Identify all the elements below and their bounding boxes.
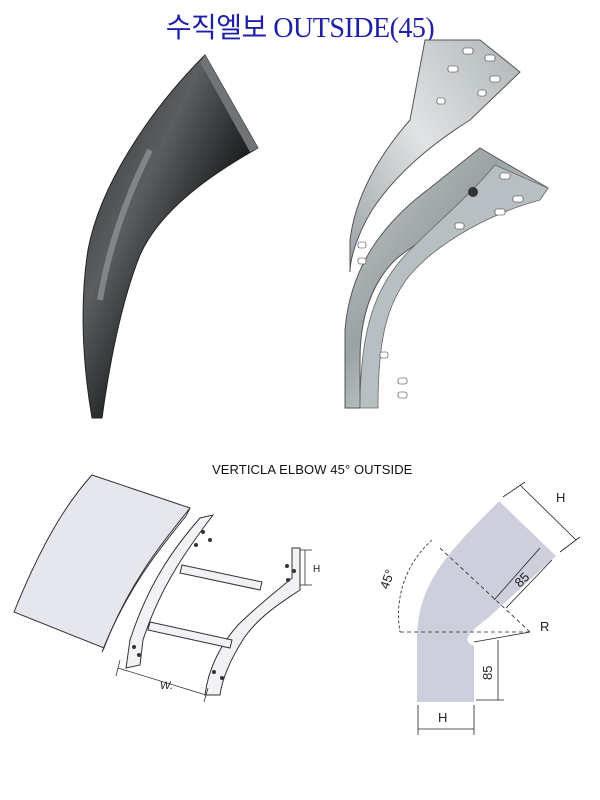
width-label: W. (160, 680, 173, 692)
elbow-side-view (417, 501, 556, 702)
height-dimension-small (300, 549, 312, 586)
height-label-bottom: H (438, 710, 447, 725)
ladder-holes (132, 530, 296, 680)
dimension-85-vertical: 85 (480, 666, 495, 680)
height-label-top: H (556, 490, 565, 505)
side-view-dimensions (398, 481, 581, 735)
cover-plate-drawing (13, 474, 191, 653)
ladder-elbow-drawing (125, 514, 301, 696)
drawing-subtitle: VERTICLA ELBOW 45° OUTSIDE (212, 462, 413, 477)
elbow-tray-photo (344, 39, 550, 409)
radius-label: R (540, 619, 549, 634)
height-label-small: H (313, 564, 320, 575)
cover-photo (82, 54, 259, 419)
width-dimension (115, 659, 209, 703)
angle-label: 45° (377, 567, 398, 591)
page-title: 수직엘보 OUTSIDE(45) (165, 13, 435, 44)
